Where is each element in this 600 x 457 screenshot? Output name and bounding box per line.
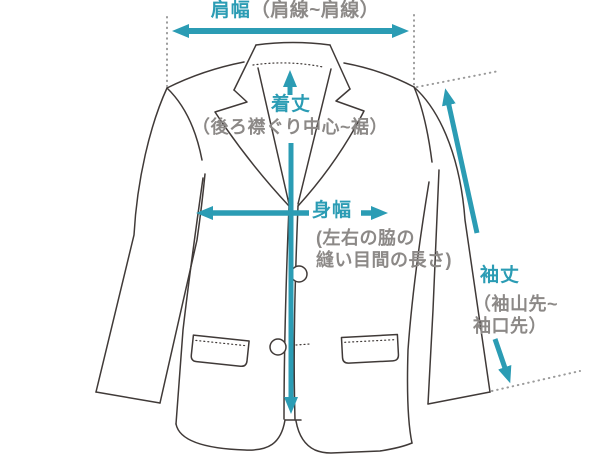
body-length-name: 着丈 bbox=[270, 94, 311, 115]
left-lapel bbox=[214, 89, 290, 207]
sleeve-length-name: 袖丈 bbox=[480, 265, 521, 286]
shoulder-width-detail: （肩線~肩線） bbox=[250, 0, 380, 21]
left-lapel-inner bbox=[257, 67, 290, 205]
left-front-edge bbox=[283, 205, 290, 420]
right-lapel-inner bbox=[297, 68, 332, 205]
body-length-arrow bbox=[283, 70, 298, 414]
sleeve-cuff-guide bbox=[491, 370, 581, 392]
sleeve-length-arrow bbox=[442, 88, 512, 384]
right-cuff bbox=[427, 391, 491, 405]
collar-left-edge bbox=[233, 44, 257, 91]
shoulder-width-label: 肩幅（肩線~肩線） bbox=[170, 1, 420, 20]
left-sleeve-outer bbox=[95, 87, 168, 393]
sleeve-length-detail-line2: 袖口先） bbox=[473, 316, 547, 336]
shoulder-width-name: 肩幅 bbox=[210, 0, 251, 21]
right-pocket-flap bbox=[340, 333, 400, 364]
right-pocket bbox=[340, 333, 400, 364]
right-pocket-stitch bbox=[344, 339, 396, 343]
sleeve-length-detail: （袖山先~ 袖口先） bbox=[473, 293, 558, 337]
left-pocket-stitch bbox=[195, 339, 247, 347]
jacket-outline bbox=[95, 41, 491, 454]
bottom-button bbox=[269, 338, 287, 356]
right-sleeve-inner bbox=[427, 169, 440, 405]
buttonhole-stitch bbox=[295, 343, 311, 346]
left-shoulder-seam bbox=[166, 61, 245, 89]
left-pocket-flap bbox=[190, 334, 250, 368]
body-width-detail: (左右の脇の 縫い目間の長さ) bbox=[316, 227, 452, 271]
left-armhole bbox=[166, 87, 203, 161]
left-side-seam bbox=[175, 177, 204, 425]
left-hem bbox=[175, 419, 286, 451]
body-width-detail-line1: (左右の脇の bbox=[316, 228, 415, 248]
right-shoulder-seam bbox=[343, 62, 415, 88]
collar-top bbox=[255, 41, 331, 46]
right-side-seam bbox=[406, 181, 430, 444]
sleeve-length-detail-line1: （袖山先~ bbox=[473, 294, 559, 314]
collar-seam-dotted bbox=[252, 62, 324, 68]
sleeve-top-guide bbox=[416, 70, 500, 88]
body-width-name: 身幅 bbox=[312, 200, 353, 221]
right-hem bbox=[295, 420, 413, 454]
guide-lines bbox=[166, 14, 581, 392]
left-cuff bbox=[95, 391, 161, 404]
measurement-arrows bbox=[172, 24, 512, 414]
body-width-detail-line2: 縫い目間の長さ) bbox=[316, 250, 452, 270]
right-lapel bbox=[297, 88, 365, 207]
right-sleeve-outer bbox=[413, 86, 491, 393]
body-length-detail: （後ろ襟ぐり中心~裾） bbox=[191, 117, 388, 137]
right-armhole bbox=[413, 86, 433, 163]
collar-right-edge bbox=[329, 44, 351, 90]
left-pocket bbox=[190, 334, 250, 368]
right-front-edge bbox=[293, 205, 299, 421]
